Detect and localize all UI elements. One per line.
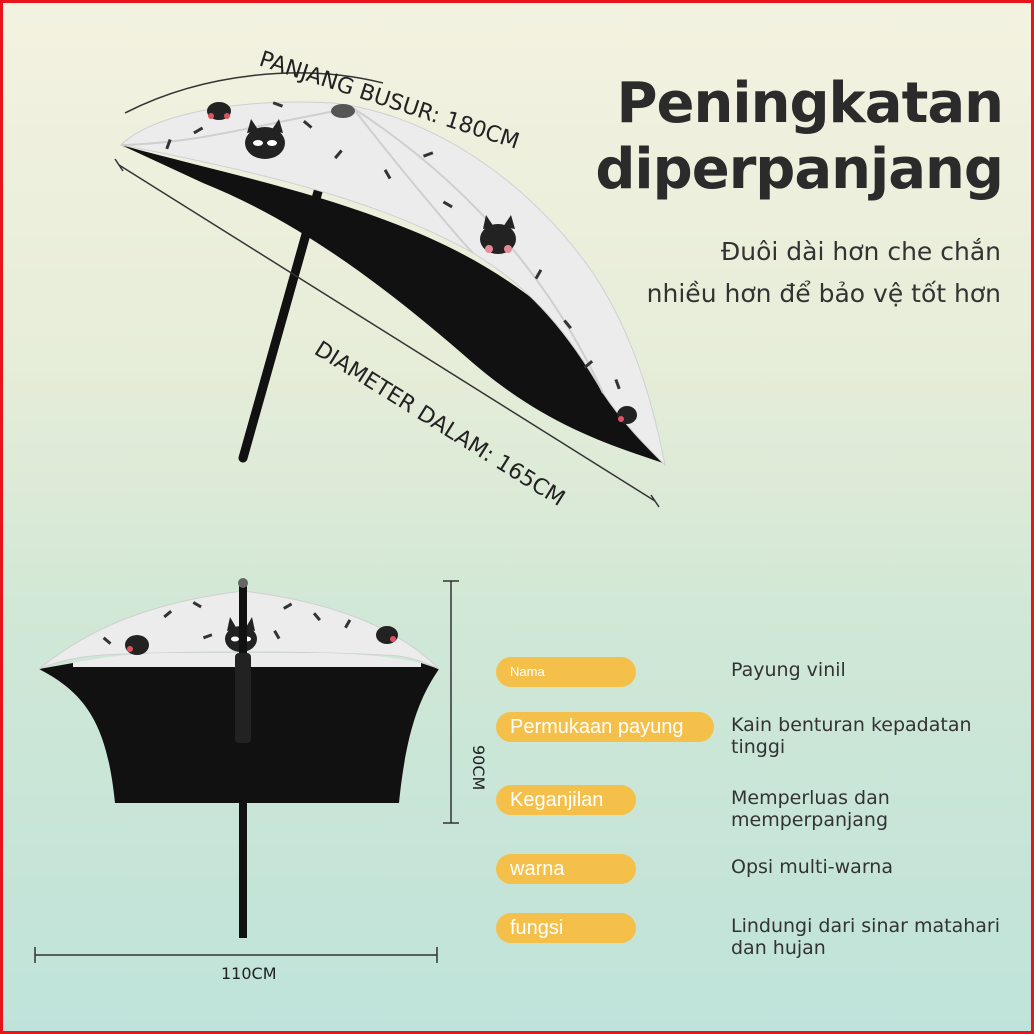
cat-face-icon [207, 102, 231, 120]
cat-face-icon [245, 119, 285, 159]
cat-face-icon [480, 215, 516, 254]
illustration-layer: PANJANG BUSUR: 180CM DIAMETER DALAM: 165… [34, 47, 666, 983]
spec-value: Kain benturan kepadatan tinggi [731, 714, 972, 758]
arc-length-line [124, 72, 384, 114]
height-label: 90CM [469, 745, 488, 790]
spec-value: Lindungi dari sinar matahari dan hujan [731, 915, 1000, 959]
spec-label-pill: Keganjilan [496, 785, 636, 815]
fish-pattern [102, 601, 352, 645]
umbrella-runner [235, 653, 251, 743]
umbrella-tip [238, 578, 248, 588]
spec-value: Opsi multi-warna [731, 856, 893, 878]
page-subtitle: Đuôi dài hơn che chắn nhiều hơn để bảo v… [646, 237, 1001, 308]
spec-label-pill: Nama [496, 657, 636, 687]
canopy-top [119, 101, 666, 467]
cat-face-icon [617, 406, 637, 424]
width-label: 110CM [221, 964, 277, 983]
spec-value: Memperluas dan memperpanjang [731, 787, 890, 831]
page-title: Peningkatan diperpanjang [595, 71, 1004, 202]
inner-diameter-line [118, 164, 656, 502]
spec-value: Payung vinil [731, 659, 846, 681]
spec-label-pill: warna [496, 854, 636, 884]
cat-face-icon [125, 635, 149, 655]
fish-pattern [165, 101, 621, 390]
canopy-underside [121, 145, 663, 463]
umbrella-tip [331, 104, 355, 118]
spec-label-pill: Permukaan payung [496, 712, 714, 742]
front-view-umbrella [38, 578, 440, 938]
side-view-umbrella [119, 101, 666, 467]
spec-label-pill: fungsi [496, 913, 636, 943]
cat-face-icon [376, 626, 398, 644]
